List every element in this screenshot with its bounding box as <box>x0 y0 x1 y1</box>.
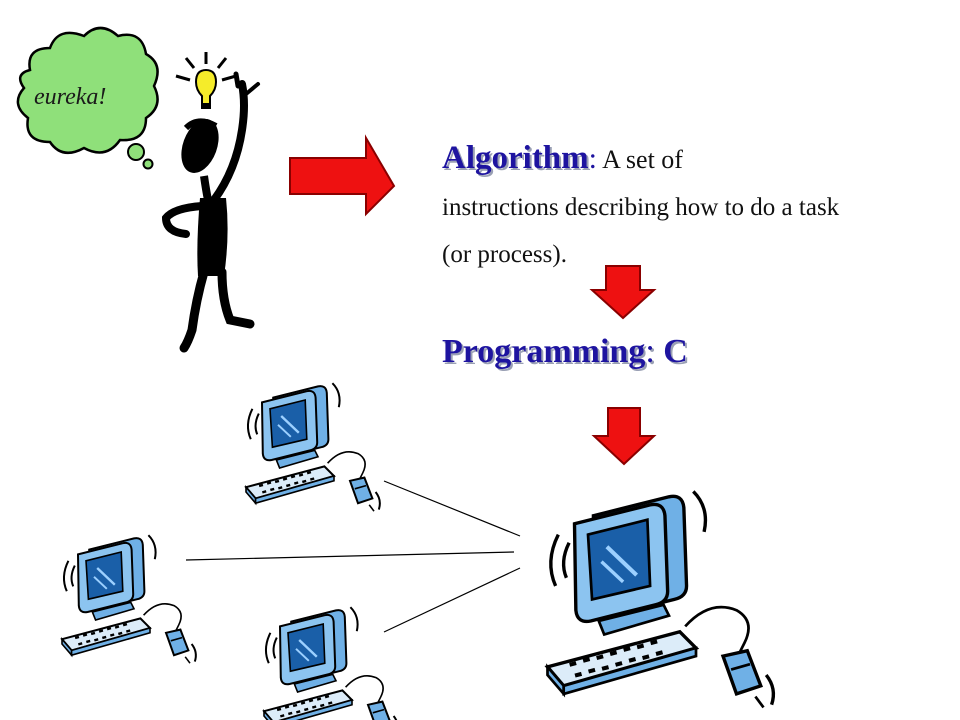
programming-language: C <box>663 333 688 370</box>
computer-icon <box>548 491 774 707</box>
network-links <box>185 480 521 633</box>
thought-bubble-text: eureka! <box>34 84 107 110</box>
computer-icon <box>60 534 198 665</box>
computer-icon <box>244 382 382 513</box>
algorithm-separator: : <box>588 142 597 175</box>
stick-figure-icon <box>161 71 260 353</box>
right-arrow <box>289 134 396 217</box>
programming-label: Programming <box>442 333 646 370</box>
lightbulb-icon <box>175 52 237 109</box>
algorithm-definition: Algorithm: A set of instructions describi… <box>442 135 862 278</box>
algorithm-term: Algorithm <box>442 140 589 176</box>
programming-line: Programming: C <box>442 333 688 371</box>
thought-bubble <box>16 26 159 170</box>
programming-separator: : <box>645 333 655 370</box>
down-arrow-2 <box>591 407 657 466</box>
computer-icon <box>262 606 400 720</box>
down-arrow-1 <box>589 265 657 320</box>
algorithm-lead-text: A set of <box>597 145 683 174</box>
algorithm-body-text: instructions describing how to do a task… <box>442 194 840 268</box>
